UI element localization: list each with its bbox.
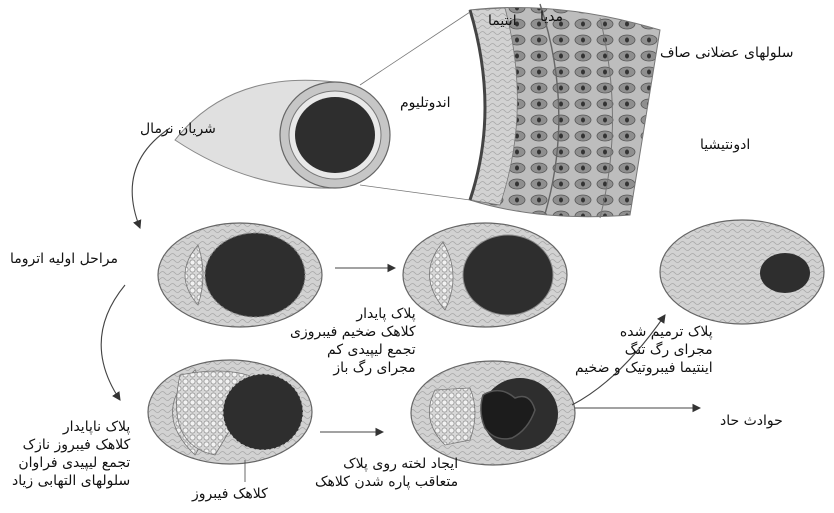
smooth-muscle-label: سلولهای عضلانی صاف — [660, 44, 794, 62]
arrow-early-to-unstable — [101, 285, 125, 400]
media-label: مدیا — [540, 8, 563, 26]
early-atheroma-label: مراحل اولیه اتروما — [10, 250, 118, 268]
arrow-normal-to-early — [132, 128, 170, 228]
zoom-line-top — [360, 12, 470, 85]
endothelium-label: اندوتلیوم — [400, 94, 451, 112]
acute-events-label: حوادث حاد — [720, 412, 783, 430]
stable-plaque-section — [403, 223, 567, 327]
zoom-line-bottom — [360, 185, 470, 200]
adventitia-label: ادونتیشیا — [700, 136, 750, 154]
unstable-plaque-section — [148, 360, 312, 464]
unstable-plaque-label: پلاک ناپایدار کلاهک فیبروز نازک تجمع لیپ… — [12, 418, 130, 490]
repaired-plaque-label: پلاک ترمیم شده مجرای رگ تنگ اینتیما فیبر… — [575, 323, 713, 377]
thrombus-section — [411, 361, 575, 465]
normal-artery-label: شریان نرمال — [140, 120, 216, 138]
thrombus-label: ایجاد لخته روی پلاک متعاقب پاره شدن کلاه… — [315, 455, 458, 491]
stable-plaque-label: پلاک پایدار کلاهک ضخیم فیبروزی تجمع لیپی… — [290, 305, 416, 377]
intima-label: انتیما — [488, 12, 517, 30]
repaired-plaque-section — [660, 220, 824, 324]
wall-magnification — [470, 4, 660, 218]
fibrous-cap-label: کلاهک فیبروز — [192, 485, 268, 503]
